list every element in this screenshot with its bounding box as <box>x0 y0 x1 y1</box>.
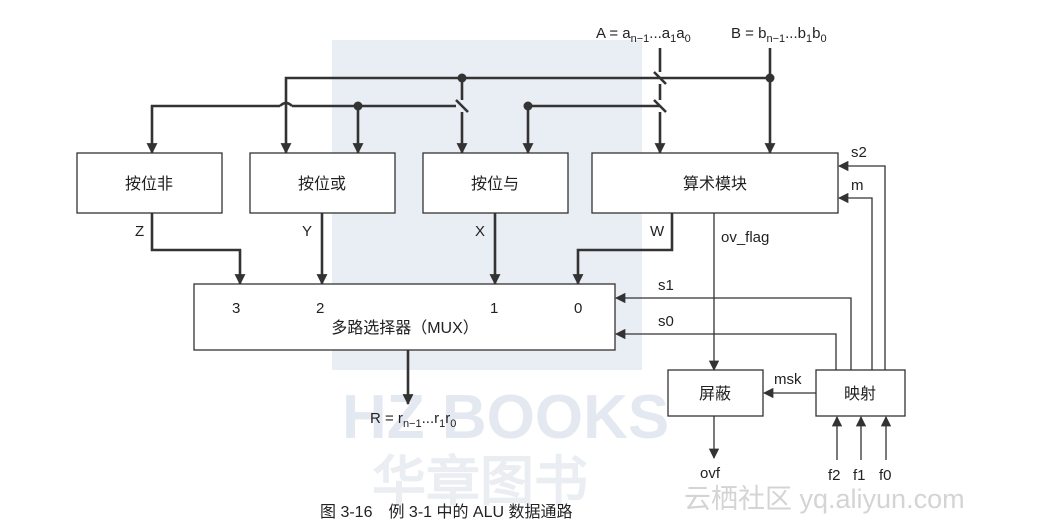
watermark-site: 云栖社区 yq.aliyun.com <box>684 484 965 514</box>
block-mux-label: 多路选择器（MUX） <box>331 319 479 337</box>
watermark: HZ BOOKS 华章图书 云栖社区 yq.aliyun.com <box>332 40 965 514</box>
mux-port-3: 3 <box>232 300 240 317</box>
bus-a-to-not <box>146 104 280 155</box>
block-mux <box>193 283 616 351</box>
junction-b-and <box>457 73 467 83</box>
block-mask-label: 屏蔽 <box>699 385 731 403</box>
signal-m: m <box>851 177 864 194</box>
wire-m <box>837 192 873 370</box>
figure-caption: 图 3-16 例 3-1 中的 ALU 数据通路 <box>320 503 573 521</box>
wire-w <box>572 213 674 286</box>
signal-ov-flag: ov_flag <box>721 229 769 246</box>
signal-s2: s2 <box>851 144 867 161</box>
block-arith <box>591 152 839 214</box>
block-map <box>815 369 906 417</box>
input-a-label: A = an−1...a1a0 <box>596 25 691 45</box>
signal-y: Y <box>302 223 312 240</box>
signal-z: Z <box>135 223 144 240</box>
block-mask <box>667 369 764 417</box>
block-or-label: 按位或 <box>298 175 346 193</box>
block-arith-label: 算术模块 <box>683 174 747 193</box>
wire-s1 <box>614 292 852 370</box>
bus-b-horizontal <box>280 76 770 155</box>
signal-w: W <box>650 223 665 240</box>
junction-a-and <box>523 101 533 111</box>
block-map-label: 映射 <box>844 385 876 403</box>
signal-ovf: ovf <box>700 465 721 482</box>
signal-f1: f1 <box>853 467 866 484</box>
input-b-label: B = bn−1...b1b0 <box>731 25 827 45</box>
input-bus <box>146 48 776 155</box>
block-and <box>422 152 569 214</box>
block-not-label: 按位非 <box>125 175 173 193</box>
signal-f2: f2 <box>828 467 841 484</box>
mux-port-1: 1 <box>490 300 498 317</box>
signal-f0: f0 <box>879 467 892 484</box>
signal-msk: msk <box>774 371 802 388</box>
wire-s0 <box>614 328 837 370</box>
wire-z <box>150 213 246 286</box>
watermark-publisher: HZ BOOKS <box>342 383 669 452</box>
mux-port-0: 0 <box>574 300 582 317</box>
junction-b-main <box>765 73 775 83</box>
block-and-label: 按位与 <box>471 175 519 193</box>
mux-port-2: 2 <box>316 300 324 317</box>
junction-a-or <box>353 101 363 111</box>
wire-s2 <box>837 160 886 370</box>
signal-s0: s0 <box>658 313 674 330</box>
block-or <box>249 152 396 214</box>
block-not <box>76 152 223 214</box>
bus-b-hop-and <box>455 99 469 113</box>
bus-a-hop-or <box>279 101 293 107</box>
watermark-publisher-cn: 华章图书 <box>372 451 588 512</box>
output-r-label: R = rn−1...r1r0 <box>370 410 456 430</box>
signal-s1: s1 <box>658 277 674 294</box>
signal-x: X <box>475 223 485 240</box>
